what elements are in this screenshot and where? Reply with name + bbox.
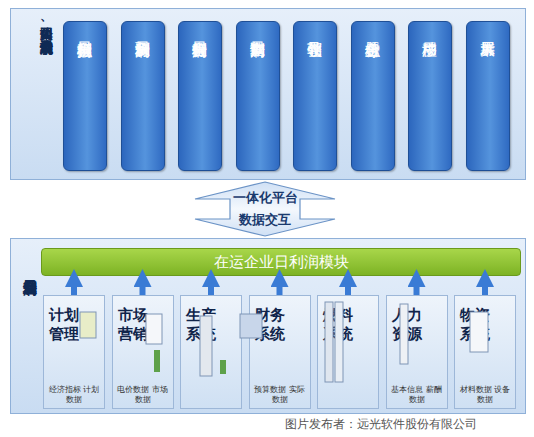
node-title: 领导驾驶仓 (294, 30, 336, 164)
node-title: 生产系统 (186, 306, 218, 344)
system-box: 财务系统预算数据 实际数据 (249, 295, 311, 409)
node-title: 基层企业日利润 (17, 269, 39, 399)
system-panel: 集团公司、分（子）公司日利润系统日利润模拟分析日利润预测分析日利润分析报告日利润… (10, 8, 526, 180)
node-title: 综合主题分析 (352, 30, 394, 164)
node-title: 日利润数据查询 (237, 30, 279, 164)
system-box: 物资系统材料数据 设备数据 (454, 295, 516, 409)
function-tab: 日利润数据查询 (236, 21, 280, 171)
flow-arrow (414, 278, 420, 295)
node-title: 日利润预测分析 (122, 30, 164, 164)
system-box: 人力资源基本信息 薪酬数据 (386, 295, 448, 409)
system-box: 燃料系统 (317, 295, 379, 409)
function-tab: 移动应用 (408, 21, 452, 171)
flow-arrow (71, 278, 77, 295)
node-title: 日利润分析报告 (179, 30, 221, 164)
node-title: 在运企业日利润模块 (42, 249, 520, 275)
function-tab: 日利润分析报告 (178, 21, 222, 171)
system-box: 市场营销电价数据 市场数据 (112, 295, 174, 409)
function-tab: 日利润模拟分析 (63, 21, 107, 171)
flow-arrow (345, 278, 351, 295)
data-note: 基本信息 薪酬数据 (390, 385, 444, 405)
node-title: 物资系统 (460, 306, 492, 344)
enterprise-panel: 基层企业日利润在运企业日利润模块计划管理经济指标 计划数据市场营销电价数据 市场… (10, 238, 526, 414)
exchange-arrow: 一体化平台 数据交互 (190, 181, 340, 237)
system-box: 生产系统 (180, 295, 242, 409)
node-title: 计划管理 (49, 306, 81, 344)
function-tab: 综合主题分析 (351, 21, 395, 171)
flow-arrow (208, 278, 214, 295)
data-note: 预算数据 实际数据 (253, 385, 307, 405)
function-tab: 大屏幕展示 (466, 21, 510, 171)
function-tab: 日利润预测分析 (121, 21, 165, 171)
node-title: 财务系统 (255, 306, 287, 344)
flow-arrow (140, 278, 146, 295)
node-title: 一体化平台 数据交互 (230, 187, 300, 231)
node-title: 市场营销 (118, 306, 150, 344)
node-title: 燃料系统 (323, 306, 355, 344)
node-title: 人力资源 (392, 306, 424, 344)
flow-arrow (277, 278, 283, 295)
flow-arrow (482, 278, 488, 295)
function-tab: 领导驾驶仓 (293, 21, 337, 171)
double-arrow-shape (190, 181, 340, 237)
data-note: 材料数据 设备数据 (458, 385, 512, 405)
watermark: 图片发布者：远光软件股份有限公司 (285, 416, 477, 433)
data-note: 电价数据 市场数据 (116, 385, 170, 405)
node-title: 大屏幕展示 (467, 30, 509, 164)
node-title: 日利润模拟分析 (64, 30, 106, 164)
module-bar: 在运企业日利润模块 (41, 248, 521, 276)
node-title: 移动应用 (409, 30, 451, 164)
data-note: 经济指标 计划数据 (47, 385, 101, 405)
node-title: 集团公司、分（子）公司日利润系统 (15, 17, 55, 173)
system-box: 计划管理经济指标 计划数据 (43, 295, 105, 409)
